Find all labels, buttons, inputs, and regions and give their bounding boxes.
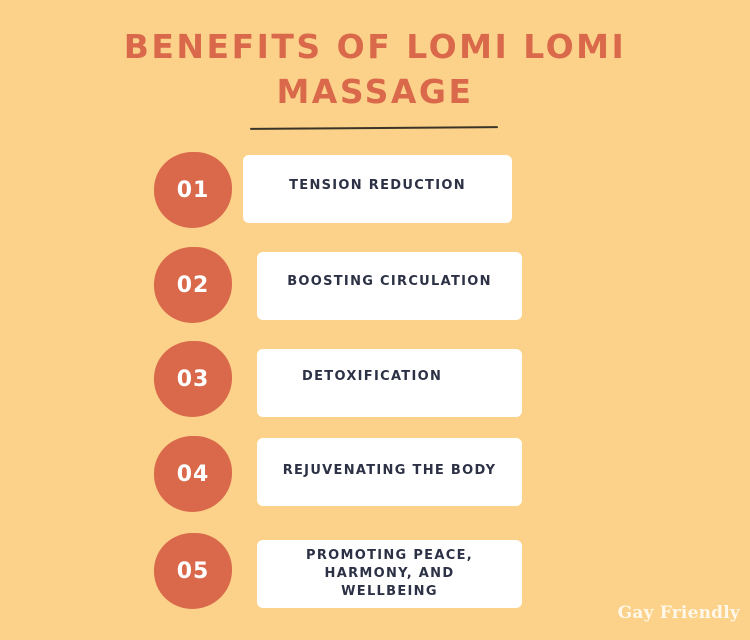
number-text: 02: [176, 272, 210, 298]
benefit-card-02: Boosting Circulation: [257, 252, 522, 320]
number-text: 03: [176, 366, 210, 392]
number-text: 04: [176, 461, 210, 487]
page-title: Benefits of Lomi Lomi Massage: [0, 24, 750, 114]
benefit-label: Detoxification: [302, 369, 443, 384]
number-badge-04: 04: [154, 436, 232, 512]
number-text: 01: [176, 177, 210, 203]
title-line-1: Benefits of Lomi Lomi: [123, 27, 627, 66]
benefit-card-04: Rejuvenating the Body: [257, 438, 522, 506]
number-badge-01: 01: [154, 152, 232, 228]
number-badge-03: 03: [154, 341, 232, 417]
watermark: Gay Friendly: [617, 603, 740, 623]
benefit-label: Rejuvenating the Body: [282, 463, 497, 478]
benefit-label: Boosting Circulation: [287, 274, 492, 289]
title-divider: [249, 126, 499, 130]
benefit-label-line-2: Harmony, and: [324, 566, 455, 581]
benefit-card-05: Promoting Peace, Harmony, and Wellbeing: [257, 540, 522, 608]
benefit-label-line-1: Promoting Peace,: [306, 548, 473, 563]
number-text: 05: [176, 558, 210, 584]
title-line-2: Massage: [276, 72, 474, 111]
number-badge-05: 05: [154, 533, 232, 609]
benefit-card-03: Detoxification: [257, 349, 522, 417]
number-badge-02: 02: [154, 247, 232, 323]
benefit-label-line-3: Wellbeing: [341, 584, 438, 599]
benefit-card-01: Tension Reduction: [243, 155, 512, 223]
benefit-label: Tension Reduction: [289, 178, 466, 193]
